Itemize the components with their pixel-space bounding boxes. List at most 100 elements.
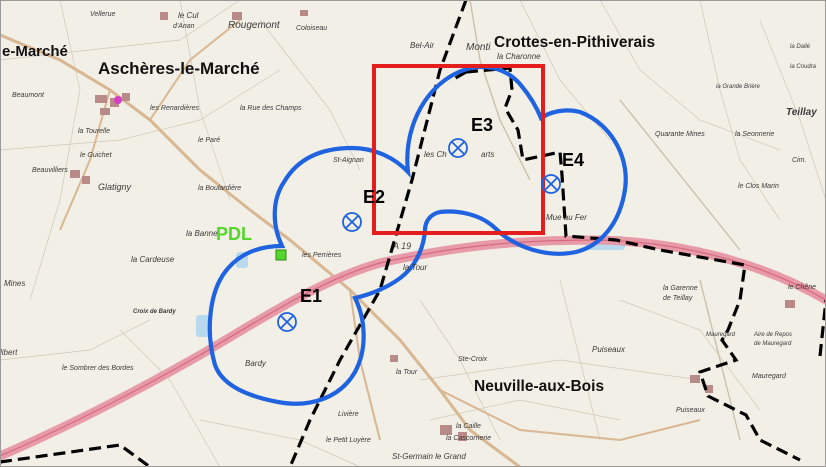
building	[70, 170, 80, 178]
road-c	[149, 19, 241, 121]
place-name: le Clos Marin	[738, 183, 779, 190]
place-name: Monti	[466, 42, 491, 53]
place-name: le Paré	[198, 137, 220, 144]
building	[95, 95, 107, 103]
building	[100, 108, 110, 115]
place-name: la Caille	[456, 423, 481, 430]
place-name: Beaumont	[12, 92, 45, 99]
building	[390, 355, 398, 362]
place-name: les Renardières	[150, 105, 200, 112]
place-name: de Mauregard	[754, 341, 792, 347]
place-name: Mauregard	[706, 332, 736, 338]
place-name: St-Germain le Grand	[392, 452, 466, 461]
turbine-cross	[543, 176, 559, 192]
place-name: Bel-Air	[410, 41, 434, 50]
place-name: Teillay	[786, 107, 817, 118]
place-name: Bardy	[245, 359, 267, 368]
commune-label: Neuville-aux-Bois	[474, 378, 604, 395]
turbine-e1[interactable]: E1	[277, 286, 322, 332]
place-name: la Tour	[396, 369, 418, 376]
place-name: Cim.	[792, 157, 806, 164]
place-name: Vellerue	[90, 11, 116, 18]
pdl-label: PDL	[216, 224, 252, 244]
turbine-label: E1	[300, 286, 322, 306]
place-name: Mines	[4, 279, 25, 288]
place-name: Glatigny	[98, 182, 132, 192]
turbine-icon	[541, 174, 561, 194]
place-name: Livière	[338, 411, 359, 418]
place-name: le Chêne	[788, 284, 816, 291]
turbine-label: E4	[562, 150, 584, 170]
building	[458, 432, 467, 441]
place-name: les Perrières	[302, 252, 342, 259]
place-name: le Guichet	[80, 152, 113, 159]
place-name: la Cardeuse	[131, 255, 175, 264]
place-name: Rougemont	[228, 20, 281, 31]
turbine-label: E2	[363, 187, 385, 207]
place-name: la Dallé	[790, 44, 811, 50]
building	[122, 93, 130, 101]
place-name: la Garenne	[663, 285, 698, 292]
church-icon	[114, 96, 122, 104]
building	[705, 385, 713, 393]
place-name: la Grande Brière	[716, 84, 761, 90]
building	[82, 176, 90, 184]
place-name: les Ch	[424, 150, 447, 159]
turbine-icon	[342, 212, 362, 232]
place-name: la Coudra	[790, 64, 817, 70]
turbine-buffer-outline	[207, 64, 628, 406]
place-name: Puiseaux	[592, 345, 626, 354]
place-name: la Rue des Champs	[240, 105, 302, 112]
turbine-cross	[450, 140, 466, 156]
turbine-cross	[279, 314, 295, 330]
place-name: la Tour	[403, 263, 428, 272]
place-name: le Cul	[178, 11, 199, 20]
place-name: libert	[0, 348, 18, 357]
place-name: arts	[481, 150, 494, 159]
road-label: A 19	[392, 241, 411, 251]
building	[440, 425, 452, 435]
boundary-line	[465, 66, 801, 462]
a19-motorway-centerline	[0, 239, 826, 457]
place-name: le Petit Luyère	[326, 437, 371, 444]
boundary-line	[288, 0, 468, 467]
place-name: Coloiseau	[296, 25, 327, 32]
boundary-line	[451, 70, 467, 82]
place-name: Croix de Bardy	[133, 309, 176, 315]
building	[785, 300, 795, 308]
road-c	[699, 279, 741, 441]
place-name: Aire de Repos	[753, 332, 792, 338]
delivery-point-pdl[interactable]: PDL	[216, 224, 287, 261]
commune-label: Crottes-en-Pithiverais	[494, 34, 655, 51]
water-body	[196, 315, 210, 337]
place-name: Beauvilliers	[32, 167, 68, 174]
commune-label: Aschères-le-Marché	[98, 59, 260, 78]
place-name: la Charonne	[497, 52, 541, 61]
place-name: la Seonnerie	[735, 131, 774, 138]
place-name: Mue au Fer	[546, 213, 587, 222]
place-names: Rougemont le Cul d'Anan Coloiseau Bel-Ai…	[0, 11, 817, 461]
turbine-e4[interactable]: E4	[541, 150, 584, 194]
building	[232, 12, 242, 20]
turbine-icon	[448, 138, 468, 158]
turbine-e2[interactable]: E2	[342, 187, 385, 232]
road-c	[619, 99, 741, 251]
turbine-label: E3	[471, 115, 493, 135]
building	[690, 375, 700, 383]
place-name: Puiseaux	[676, 407, 705, 414]
turbine-e3[interactable]: E3	[448, 115, 493, 158]
place-name: la Banne	[186, 229, 218, 238]
place-name: la Cascornerie	[446, 435, 491, 442]
commune-label: e-Marché	[2, 43, 68, 60]
place-name: St-Aignan	[333, 157, 364, 164]
place-name: Quarante Mines	[655, 131, 705, 138]
place-name: Mauregard	[752, 373, 787, 380]
building	[300, 10, 308, 16]
pdl-marker	[275, 249, 287, 261]
study-area-rectangle	[372, 64, 545, 235]
place-name: Ste-Croix	[458, 356, 488, 363]
building	[110, 98, 119, 107]
